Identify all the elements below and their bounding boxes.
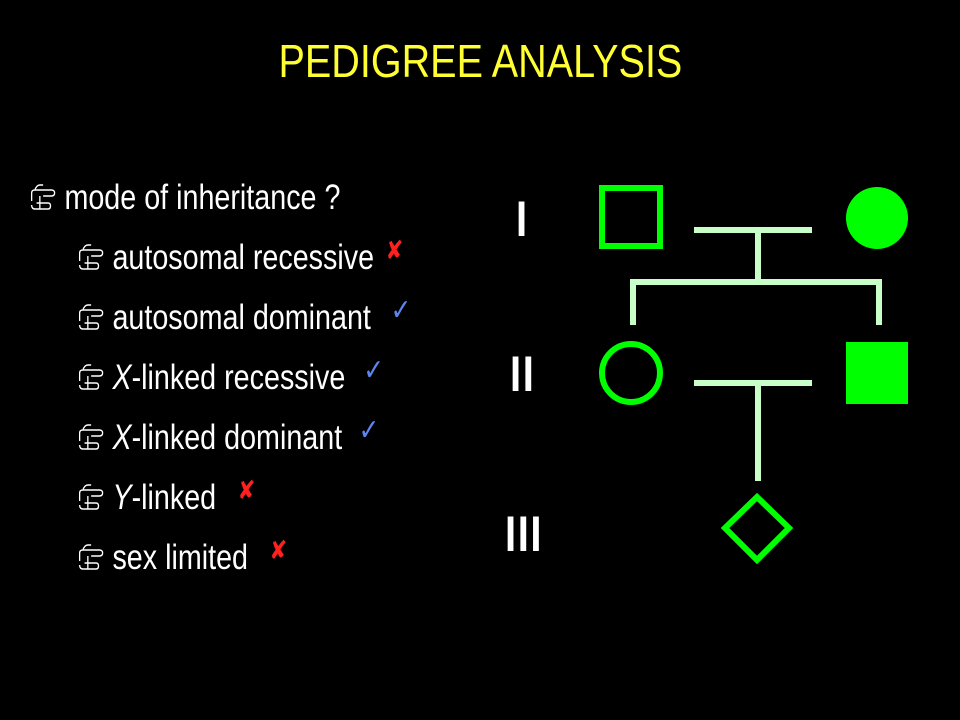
cross-mark-icon: ✘: [237, 474, 256, 505]
pointing-hand-icon: [78, 361, 109, 391]
pedigree-male-affected-II-2: [846, 342, 908, 404]
pedigree-female-unaffected-II-1: [599, 341, 663, 405]
sub-bullet: sex limited ✘: [78, 534, 288, 578]
pedigree-unknown-sex-III-1: [720, 492, 794, 565]
check-mark-icon: ✓: [363, 353, 384, 387]
sub-bullet: autosomal recessive ✘: [78, 234, 404, 278]
generation-label-I: I: [516, 191, 529, 247]
cross-mark-icon: ✘: [385, 234, 404, 265]
cross-mark-icon: ✘: [269, 534, 288, 565]
sub-bullet-text: autosomal recessive: [112, 238, 375, 277]
check-mark-icon: ✓: [390, 293, 412, 327]
sub-bullet-text: sex limited: [112, 538, 249, 577]
main-bullet-text: mode of inheritance ?: [64, 178, 341, 217]
sub-bullet: autosomal dominant ✓: [78, 294, 411, 338]
generation-label-III: III: [505, 506, 544, 562]
main-bullet: mode of inheritance ?: [30, 178, 340, 218]
pointing-hand-icon: [30, 181, 61, 211]
sub-bullet-text: -linked dominant: [131, 418, 343, 457]
pointing-hand-icon: [78, 541, 109, 571]
pointing-hand-icon: [78, 481, 109, 511]
page-title: PEDIGREE ANALYSIS: [278, 35, 683, 87]
sub-bullet: X -linked recessive ✓: [78, 354, 384, 398]
sub-bullet-text: -linked recessive: [131, 358, 346, 397]
pointing-hand-icon: [78, 421, 109, 451]
sub-bullet-prefix: Y: [112, 478, 132, 517]
pedigree-female-affected-I-2: [846, 187, 908, 249]
sibship-line-II: [630, 279, 882, 325]
sub-bullet-text: autosomal dominant: [112, 298, 371, 337]
sub-bullet: Y -linked ✘: [78, 474, 256, 518]
check-mark-icon: ✓: [358, 413, 380, 447]
sub-bullet-prefix: X: [112, 418, 132, 457]
bullet-list: mode of inheritance ? autosomal recessiv…: [30, 178, 411, 578]
generation-label-II: II: [510, 346, 536, 402]
pointing-hand-icon: [78, 241, 109, 271]
pedigree-male-unaffected-I-1: [599, 185, 663, 249]
pointing-hand-icon: [78, 301, 109, 331]
sub-bullet: X -linked dominant ✓: [78, 414, 379, 458]
sub-bullet-text: -linked: [131, 478, 217, 517]
sub-bullet-prefix: X: [112, 358, 132, 397]
